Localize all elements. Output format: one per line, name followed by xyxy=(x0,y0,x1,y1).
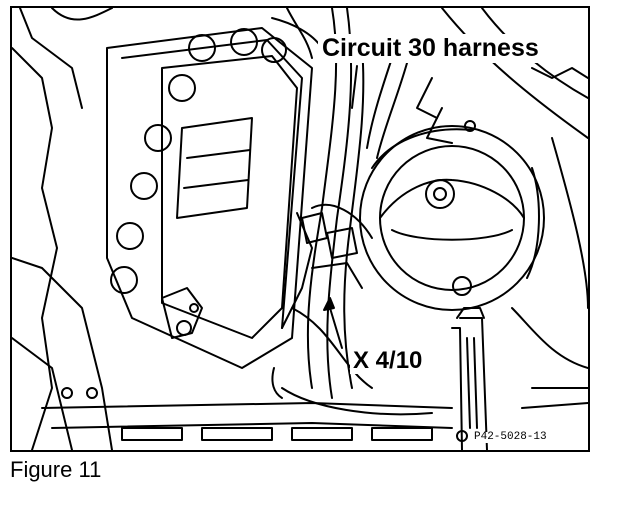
part-number: P42-5028-13 xyxy=(472,431,549,443)
left-body-panel xyxy=(12,8,113,450)
connector-leader xyxy=(323,297,343,349)
round-component xyxy=(359,120,545,311)
lower-rail xyxy=(41,387,468,442)
upper-harness-strands xyxy=(271,8,453,159)
fuse-relay-box xyxy=(106,27,313,369)
harness-leader xyxy=(351,65,358,109)
ground-stud xyxy=(161,287,203,339)
support-bracket xyxy=(451,307,488,450)
circuit-30-harness-label: Circuit 30 harness xyxy=(318,34,543,63)
connector-x4-10-label: X 4/10 xyxy=(350,348,426,374)
figure-caption: Figure 11 xyxy=(10,457,102,482)
engine-bay-line-drawing xyxy=(12,8,588,450)
fuse-sockets xyxy=(110,28,287,294)
diagram-frame: Circuit 30 harness X 4/10 P42-5028-13 xyxy=(10,6,590,452)
